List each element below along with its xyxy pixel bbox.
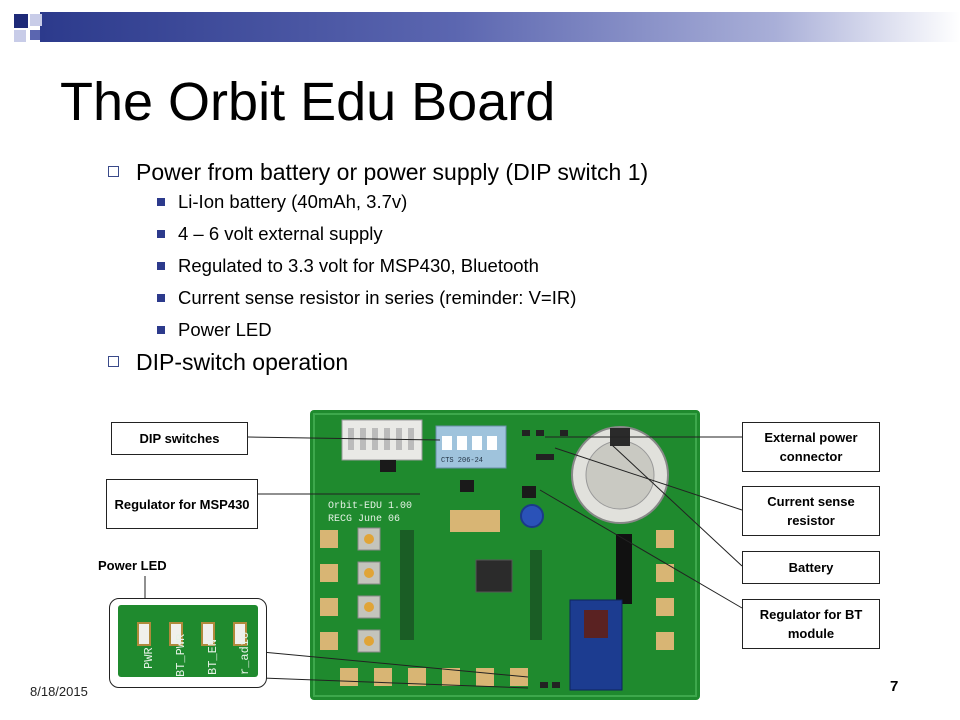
inset-label-bt-pwr: BT_PWR xyxy=(174,634,188,677)
dip-silkscreen: CTS 206-24 xyxy=(441,457,483,465)
square-bullet-icon xyxy=(157,326,165,334)
square-bullet-icon xyxy=(157,294,165,302)
led-inset-image: PWR BT_PWR BT_EN r_adio xyxy=(118,605,258,677)
sub-bullet: Regulated to 3.3 volt for MSP430, Blueto… xyxy=(106,250,648,282)
bullet-list: Power from battery or power supply (DIP … xyxy=(106,152,648,376)
sub-bullet: 4 – 6 volt external supply xyxy=(106,218,648,250)
decor-square xyxy=(14,14,28,28)
sub-bullet: Current sense resistor in series (remind… xyxy=(106,282,648,314)
inset-label-radio: r_adio xyxy=(238,632,252,675)
hollow-square-bullet-icon xyxy=(108,166,119,177)
inset-label-pwr: PWR xyxy=(142,647,156,669)
inset-label-bt-en: BT_EN xyxy=(206,639,220,675)
callout-regulator-bt: Regulator for BT module xyxy=(742,599,880,649)
callout-regulator-msp430: Regulator for MSP430 xyxy=(106,479,258,529)
callout-current-sense: Current sense resistor xyxy=(742,486,880,536)
hollow-square-bullet-icon xyxy=(108,356,119,367)
callout-external-power: External power connector xyxy=(742,422,880,472)
sub-bullet: Power LED xyxy=(106,314,648,346)
callout-battery: Battery xyxy=(742,551,880,584)
square-bullet-icon xyxy=(157,198,165,206)
slide-page-number: 7 xyxy=(890,678,899,695)
callout-dip-switches: DIP switches xyxy=(111,422,248,455)
label-power-led: Power LED xyxy=(98,558,167,573)
decor-square xyxy=(14,30,26,42)
board-silkscreen-name: Orbit-EDU 1.00 xyxy=(328,500,412,512)
slide-title: The Orbit Edu Board xyxy=(60,72,556,132)
header-gradient-bar xyxy=(40,12,960,42)
decor-square xyxy=(30,14,42,26)
bullet-dip: DIP-switch operation xyxy=(106,348,648,376)
board-silkscreen-date: RECG June 06 xyxy=(328,514,400,525)
square-bullet-icon xyxy=(157,230,165,238)
decor-square xyxy=(30,30,40,40)
square-bullet-icon xyxy=(157,262,165,270)
slide-date: 8/18/2015 xyxy=(30,684,88,699)
led-inset: PWR BT_PWR BT_EN r_adio xyxy=(109,598,267,688)
bullet-power: Power from battery or power supply (DIP … xyxy=(106,158,648,186)
sub-bullet: Li-Ion battery (40mAh, 3.7v) xyxy=(106,186,648,218)
